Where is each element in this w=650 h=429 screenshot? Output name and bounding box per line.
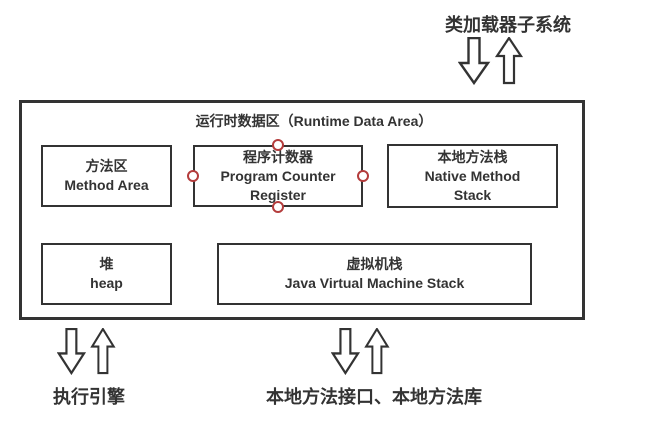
node-label-line: 本地方法栈 <box>437 148 508 165</box>
connection-anchor-top[interactable] <box>272 139 284 151</box>
node-label-line: Native Method <box>424 167 521 184</box>
node-label-line: Stack <box>453 186 492 203</box>
runtime-data-area-box[interactable]: 运行时数据区（Runtime Data Area） 方法区 Method Are… <box>19 100 585 320</box>
down-arrow-icon <box>57 328 87 375</box>
class-loader-arrow-pair[interactable] <box>458 37 528 85</box>
node-native-method-stack[interactable]: 本地方法栈 Native Method Stack <box>387 144 558 208</box>
node-jvm-stack[interactable]: 虚拟机栈 Java Virtual Machine Stack <box>217 243 532 305</box>
connection-anchor-bottom[interactable] <box>272 201 284 213</box>
up-arrow-icon <box>364 328 390 375</box>
native-interface-arrow-pair[interactable] <box>331 328 394 375</box>
node-label-line: Java Virtual Machine Stack <box>284 275 465 291</box>
node-label-line: 程序计数器 <box>243 148 313 165</box>
node-label-line: Register <box>249 186 307 203</box>
node-label-line: 虚拟机栈 <box>346 256 403 272</box>
up-arrow-icon <box>494 37 524 85</box>
connection-anchor-left[interactable] <box>187 170 199 182</box>
node-label-line: heap <box>90 275 123 291</box>
node-label-line: 堆 <box>99 256 114 272</box>
class-loader-subsystem-label[interactable]: 类加载器子系统 <box>445 15 571 35</box>
node-heap[interactable]: 堆 heap <box>41 243 172 305</box>
up-arrow-icon <box>90 328 116 375</box>
native-method-interface-label[interactable]: 本地方法接口、本地方法库 <box>266 387 482 407</box>
node-label-line: 方法区 <box>85 158 128 174</box>
execution-engine-arrow-pair[interactable] <box>57 328 120 375</box>
execution-engine-label[interactable]: 执行引擎 <box>53 387 125 407</box>
node-method-area[interactable]: 方法区 Method Area <box>41 145 172 207</box>
runtime-data-area-title: 运行时数据区（Runtime Data Area） <box>195 113 433 129</box>
connection-anchor-right[interactable] <box>357 170 369 182</box>
down-arrow-icon <box>458 37 491 85</box>
down-arrow-icon <box>331 328 361 375</box>
node-label-line: Program Counter <box>220 167 336 184</box>
node-label-line: Method Area <box>64 177 149 193</box>
node-program-counter-register[interactable]: 程序计数器 Program Counter Register <box>187 139 369 213</box>
